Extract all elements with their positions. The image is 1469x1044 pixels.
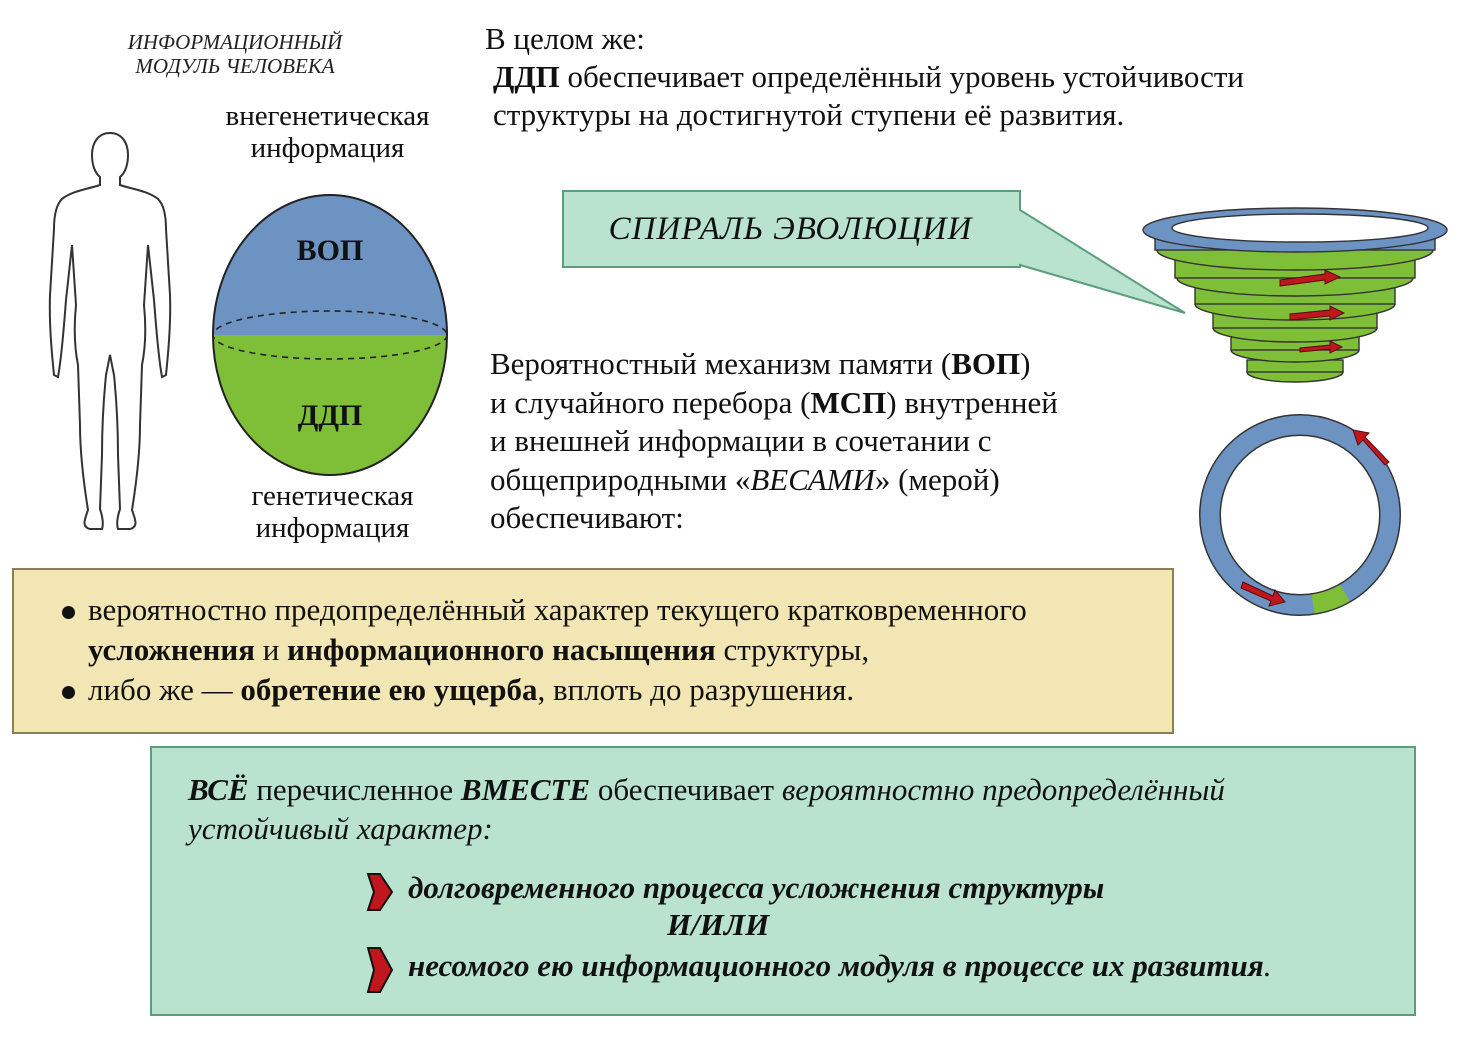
module-title: ИНФОРМАЦИОННЫЙ МОДУЛЬ ЧЕЛОВЕКА [127,30,343,78]
callout-text: СПИРАЛЬ ЭВОЛЮЦИИ [608,211,973,247]
bullets-box: вероятностно предопределённый характер т… [12,568,1174,734]
bullet-item: вероятностно предопределённый характер т… [62,590,1152,630]
egg-label-bottom: генетическая информация [251,480,414,544]
evolution-spiral-icon [1142,207,1448,383]
ddp-term: ДДП [493,59,560,94]
summary-point-1: долговременного процесса усложнения стру… [408,870,1105,905]
and-or-text: И/ИЛИ [667,907,770,942]
egg-bottom-text: ДДП [298,399,363,432]
summary-point-2: несомого ею информационного модуля в про… [408,948,1272,983]
information-egg-diagram: ВОП ДДП [212,194,448,476]
mechanism-text: Вероятностный механизм памяти (ВОП) и сл… [490,346,1058,535]
summary-box: ВСЁ перечисленное ВМЕСТЕ обеспечивает ве… [150,746,1416,1016]
egg-top-text: ВОП [297,234,364,267]
human-silhouette-icon [48,131,172,530]
evolution-ring-icon [1199,414,1401,616]
red-arrow-icon [366,947,394,993]
red-arrow-icon [366,873,394,911]
spiral-callout-bubble [562,190,1186,314]
egg-label-top: внегенетическая информация [225,100,430,164]
intro-text: В целом же: ДДП обеспечивает определённы… [485,21,1244,132]
bullet-item: либо же — обретение ею ущерба, вплоть до… [62,670,1152,710]
